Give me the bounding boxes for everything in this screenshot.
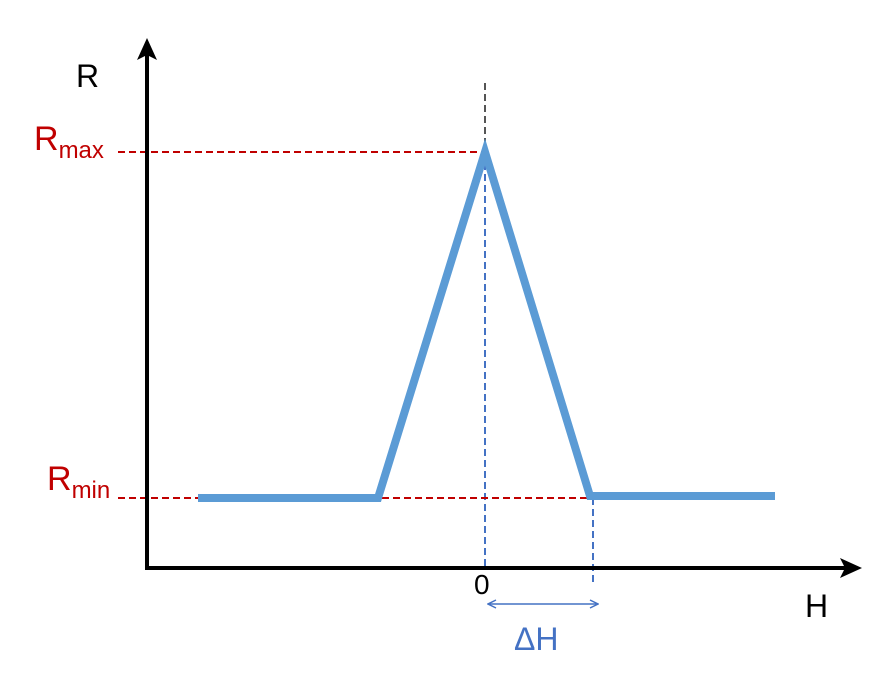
rmin-label-sub: min [72, 477, 111, 504]
x-axis-label: H [805, 588, 828, 624]
y-axis-arrowhead [137, 38, 157, 60]
rmin-label: Rmin [47, 460, 110, 504]
rmax-label-base: R [34, 120, 59, 158]
x-axis-arrowhead [840, 558, 862, 578]
rmax-label: Rmax [34, 120, 104, 164]
rmax-label-sub: max [59, 137, 104, 164]
delta-h-label: ΔH [514, 621, 558, 657]
rmin-label-base: R [47, 460, 72, 498]
resistance-curve [198, 138, 775, 502]
origin-tick-label: 0 [474, 569, 490, 600]
y-axis-label: R [76, 58, 99, 94]
